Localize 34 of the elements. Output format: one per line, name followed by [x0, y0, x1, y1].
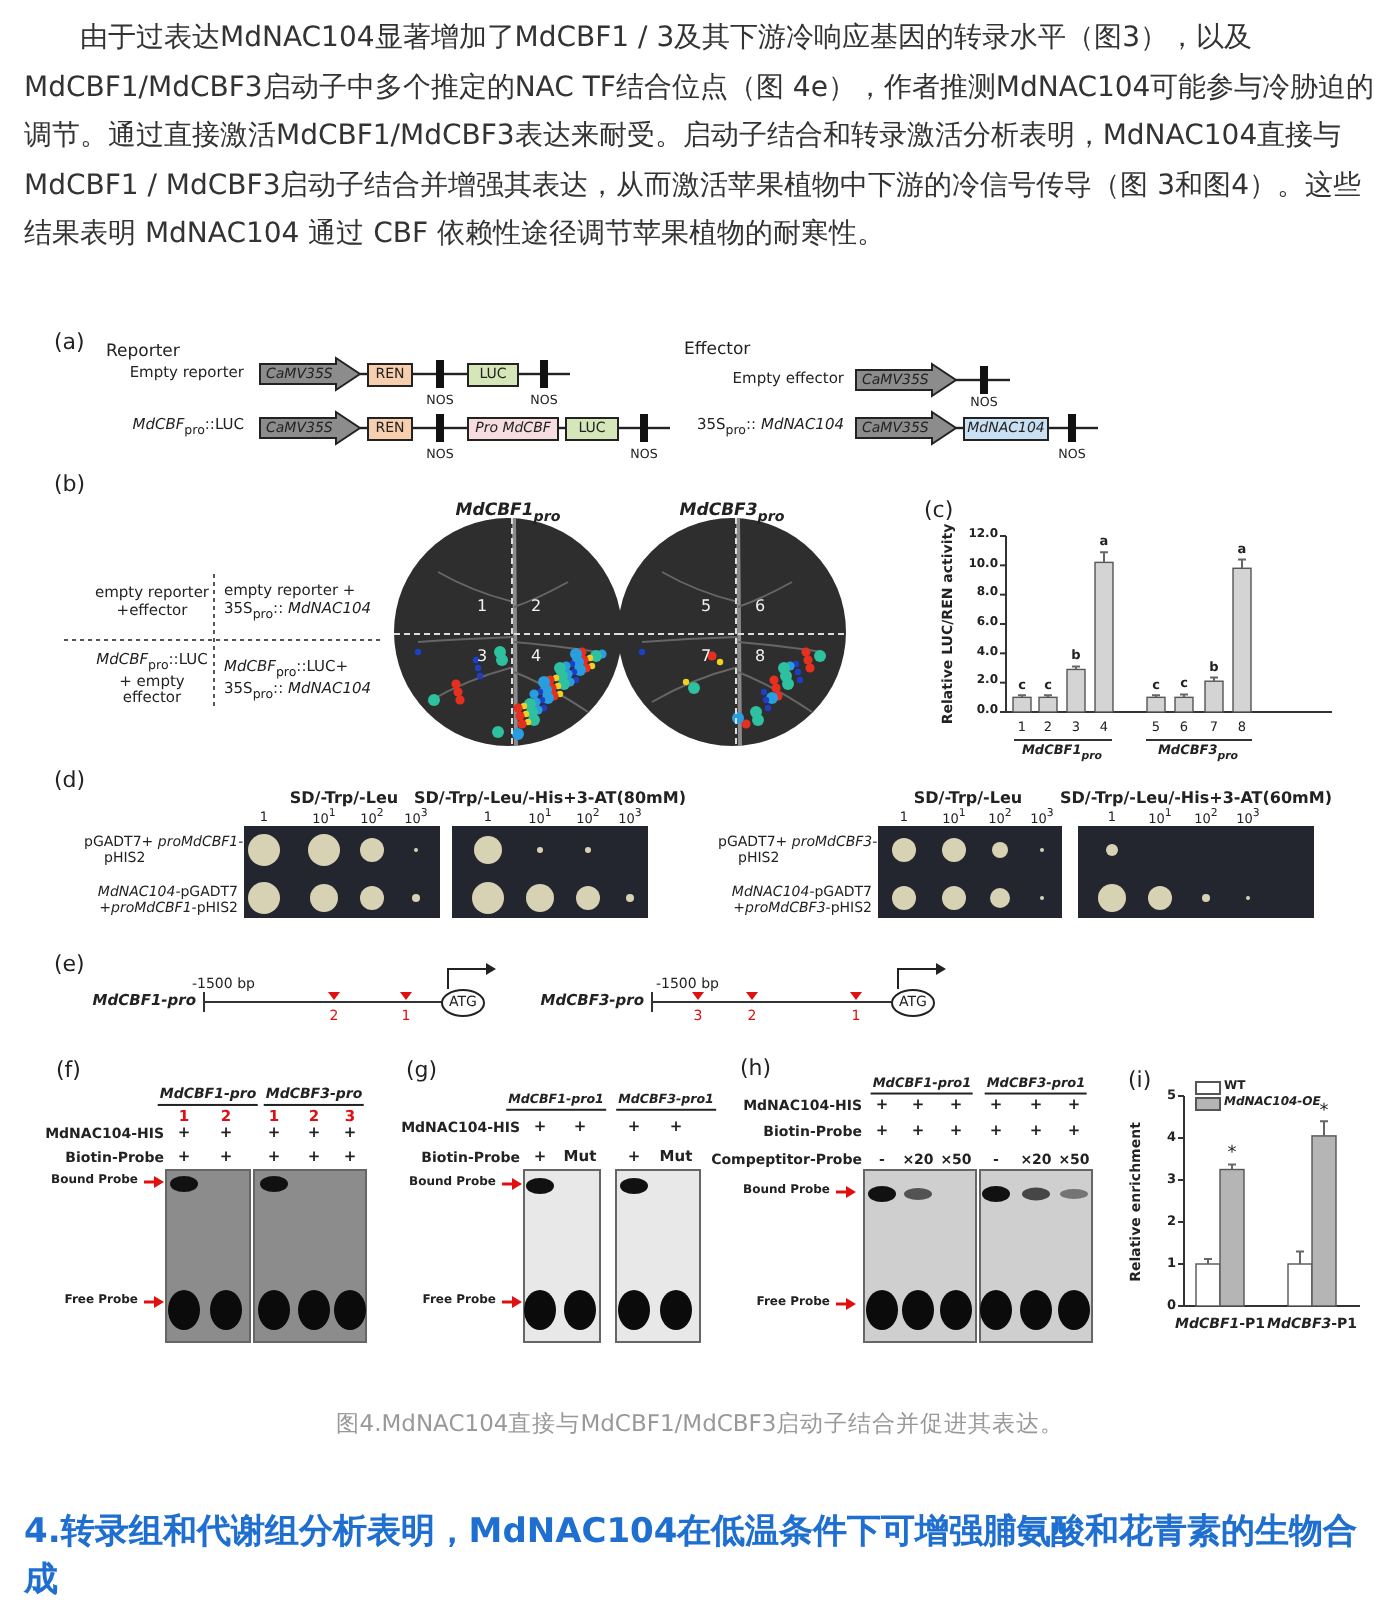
connector-line — [660, 426, 670, 430]
panel-label: (b) — [54, 473, 86, 499]
zone-number: 6 — [754, 596, 766, 616]
panel-label: (c) — [924, 499, 954, 524]
significance-mark: * — [1319, 1100, 1329, 1122]
medium-label: SD/-Trp/-Leu — [913, 788, 1023, 808]
paragraph: 由于过表达MdNAC104显著增加了MdCBF1 / 3及其下游冷响应基因的转录水平（图3），以及MdCBF1/MdCBF3启动子中多个推定的NAC TF结合位点（图 4e），作者推测MdNAC104可能参与冷胁迫的调节。通过直接激活MdCBF1/MdCBF3表达来耐受。启动子结合和转录激活分析表明，MdNAC104直接与MdCBF1 / MdCBF3启动子结合并增强其表达，从而激活苹果植物中下游的冷信号传导（图 3和图4）。这些结果表明 MdNAC104 通过 CBF 依赖性途径调节苹果植物的耐寒性。 — [24, 19, 1376, 254]
zone-number: 3 — [476, 646, 488, 666]
section-label: Effector — [684, 342, 751, 362]
panel-label: (a) — [54, 331, 85, 357]
connector-line — [1000, 378, 1010, 382]
significance-mark: * — [1227, 1144, 1237, 1165]
panel-label: (f) — [56, 1059, 81, 1085]
zone-number: 5 — [700, 596, 712, 616]
connector-line — [560, 372, 570, 376]
zone-number: 2 — [530, 596, 542, 616]
panel-label: (e) — [54, 953, 85, 979]
panel-label: (i) — [1128, 1069, 1152, 1095]
section-heading: 4.转录组和代谢组分析表明，MdNAC104在低温条件下可增强脯氨酸和花青素的生物合成 — [24, 1510, 1360, 1604]
section-label: Reporter — [106, 344, 180, 364]
medium-label: SD/-Trp/-Leu — [289, 788, 399, 808]
connector-line — [1088, 426, 1098, 430]
leaf-title: MdCBF3$_{pro}$ — [679, 503, 785, 525]
zone-number: 7 — [700, 646, 712, 666]
leaf-title: MdCBF1$_{pro}$ — [455, 503, 561, 525]
panel-label: (h) — [740, 1057, 772, 1083]
zone-number: 8 — [754, 646, 766, 666]
medium-label: SD/-Trp/-Leu/-His+3-AT(60mM) — [1060, 788, 1332, 808]
caption: 图4.MdNAC104直接与MdCBF1/MdCBF3启动子结合并促进其表达。 — [335, 1410, 1065, 1438]
panel-label: (g) — [406, 1059, 438, 1085]
panel-label: (d) — [54, 769, 86, 795]
zone-number: 1 — [476, 596, 488, 616]
zone-number: 4 — [530, 646, 542, 666]
medium-label: SD/-Trp/-Leu/-His+3-AT(80mM) — [414, 788, 686, 808]
